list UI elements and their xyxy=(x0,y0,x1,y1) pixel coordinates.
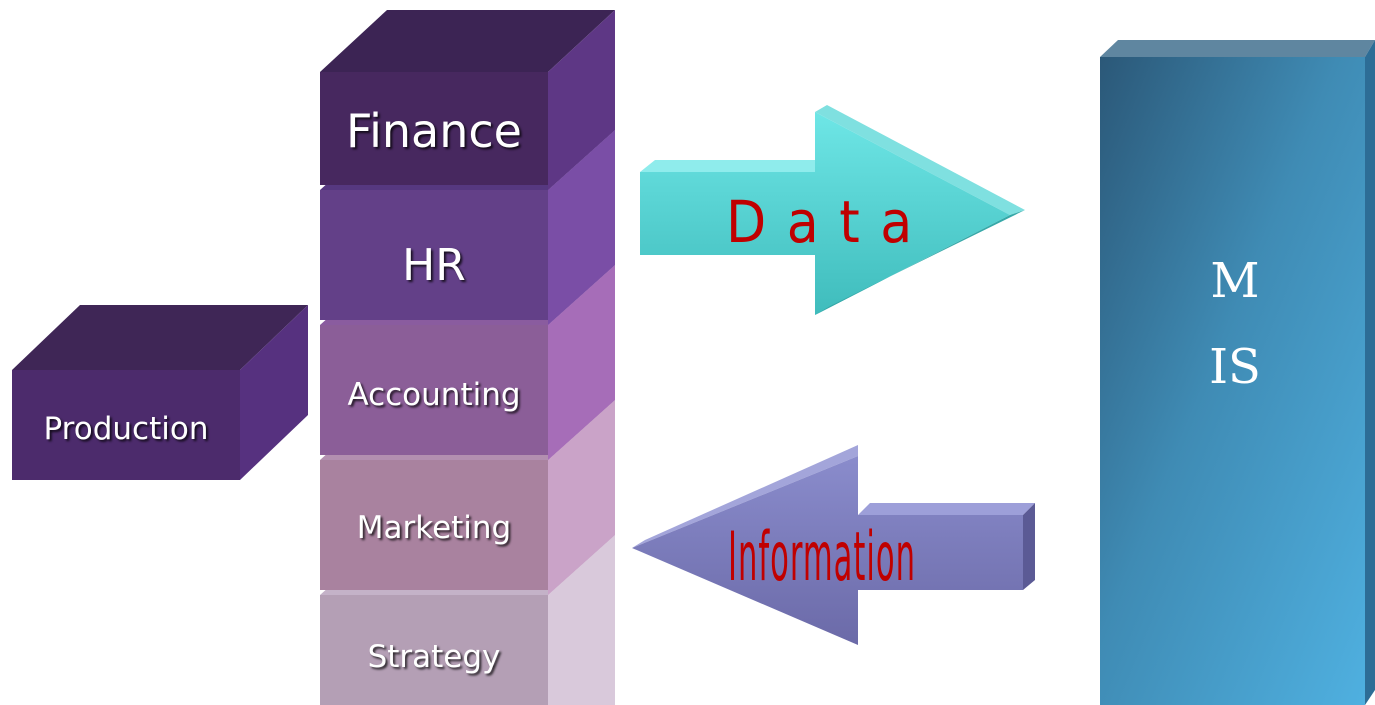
block-strategy-front xyxy=(320,595,548,705)
block-finance xyxy=(320,10,615,190)
mis-block-top xyxy=(1100,40,1375,57)
mis-label-line1: M xyxy=(1210,253,1260,309)
block-label-finance: Finance xyxy=(346,104,522,158)
information-arrow-side xyxy=(1023,503,1035,590)
block-finance-top xyxy=(320,10,615,72)
block-production-front xyxy=(12,370,240,480)
data-arrow-label: D a t a xyxy=(726,188,915,256)
block-finance-side xyxy=(548,10,615,190)
block-production xyxy=(12,305,308,480)
block-accounting-side xyxy=(548,265,615,460)
block-hr-side xyxy=(548,130,615,325)
block-accounting-front xyxy=(320,325,548,455)
block-label-hr: HR xyxy=(402,240,466,291)
mis-block-front xyxy=(1100,57,1365,705)
data-arrow-head-top xyxy=(815,105,1025,215)
block-production-top xyxy=(12,305,308,370)
block-label-marketing: Marketing xyxy=(356,510,512,546)
information-arrow-body xyxy=(632,456,1023,645)
mis-block xyxy=(1100,40,1375,705)
information-arrow-top xyxy=(858,503,1035,515)
block-hr-front xyxy=(320,190,548,320)
block-finance-front xyxy=(320,72,548,185)
mis-block-side xyxy=(1365,40,1375,705)
block-label-strategy: Strategy xyxy=(367,639,501,675)
block-label-accounting: Accounting xyxy=(347,377,521,413)
mis-label-line2: IS xyxy=(1209,339,1261,395)
data-arrow-body xyxy=(640,112,1010,315)
block-strategy-side xyxy=(548,535,615,705)
block-label-production: Production xyxy=(43,411,209,447)
information-arrow-head-top xyxy=(632,445,858,548)
data-arrow-top xyxy=(640,160,815,172)
data-arrow xyxy=(640,105,1025,315)
block-marketing-front xyxy=(320,460,548,590)
block-marketing-side xyxy=(548,400,615,595)
information-arrow xyxy=(632,445,1035,645)
information-arrow-label: Information xyxy=(728,518,916,597)
block-production-side xyxy=(240,305,308,480)
